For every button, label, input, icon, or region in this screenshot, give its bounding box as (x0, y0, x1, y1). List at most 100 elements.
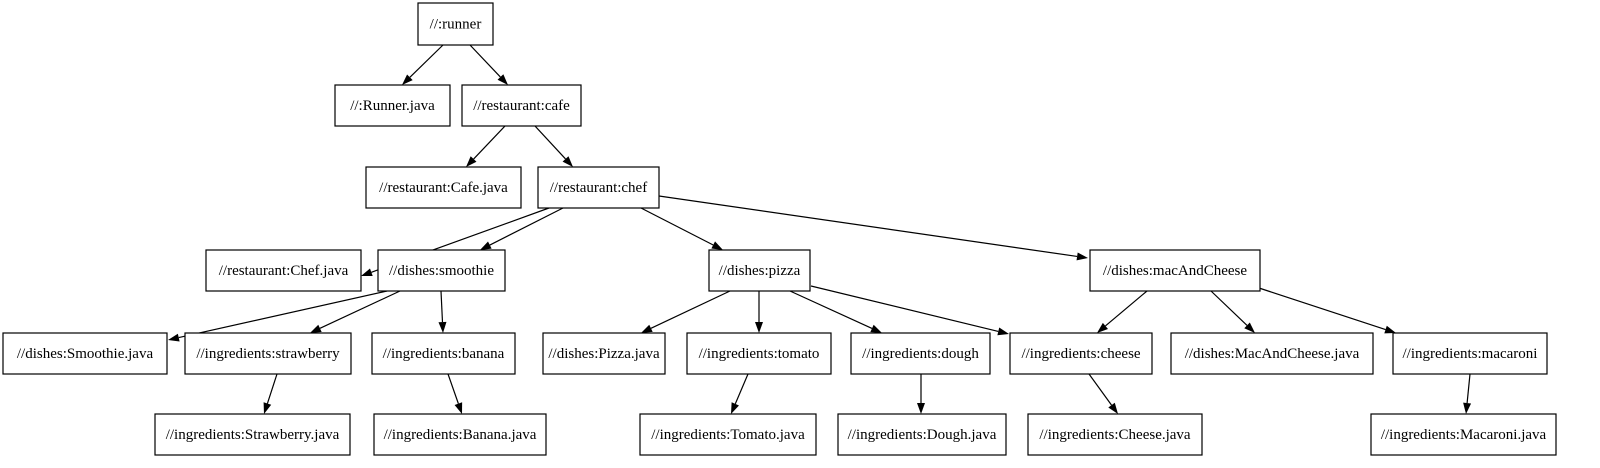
node-label: //ingredients:Dough.java (848, 427, 997, 443)
node-box[interactable] (371, 332, 516, 375)
graph-node[interactable]: //:Runner.java (334, 84, 451, 127)
edge-arrowhead-icon (402, 74, 413, 85)
node-label: //ingredients:cheese (1021, 346, 1140, 362)
edge-line (640, 207, 714, 246)
node-box[interactable] (334, 84, 451, 127)
edge-arrowhead-icon (1384, 325, 1396, 334)
edge-line (469, 44, 501, 78)
graph-node[interactable]: //dishes:MacAndCheese.java (1170, 332, 1374, 375)
edge-line (1258, 287, 1386, 331)
graph-edge (640, 207, 723, 250)
edge-line (1210, 290, 1248, 326)
graph-node[interactable]: //ingredients:Strawberry.java (154, 413, 351, 456)
edge-line (734, 373, 749, 405)
node-label: //ingredients:Macaroni.java (1381, 427, 1547, 443)
node-box[interactable] (154, 413, 351, 456)
edge-arrowhead-icon (310, 324, 322, 333)
graph-edge (1097, 290, 1148, 333)
node-box[interactable] (686, 332, 832, 375)
graph-node[interactable]: //ingredients:dough (850, 332, 991, 375)
node-box[interactable] (1170, 332, 1374, 375)
node-label: //ingredients:macaroni (1403, 346, 1538, 362)
edge-arrowhead-icon (870, 324, 882, 333)
node-box[interactable] (850, 332, 991, 375)
node-box[interactable] (1392, 332, 1548, 375)
graph-edge (755, 291, 763, 333)
edge-line (789, 290, 873, 329)
graph-edge (480, 207, 564, 250)
graph-node[interactable]: //dishes:macAndCheese (1089, 249, 1261, 292)
node-box[interactable] (205, 249, 362, 292)
graph-node[interactable]: //ingredients:cheese (1009, 332, 1153, 375)
graph-edge (168, 290, 388, 342)
node-label: //ingredients:Banana.java (384, 427, 537, 443)
edge-line (473, 125, 506, 160)
node-label: //:runner (430, 16, 482, 32)
node-label: //dishes:Smoothie.java (17, 346, 154, 362)
graph-node[interactable]: //:runner (417, 2, 494, 46)
node-label: //ingredients:dough (862, 346, 979, 362)
graph-node[interactable]: //ingredients:Cheese.java (1027, 413, 1203, 456)
edge-line (658, 195, 1078, 258)
node-label: //ingredients:tomato (699, 346, 820, 362)
edge-arrowhead-icon (1076, 252, 1088, 261)
graph-node[interactable]: //ingredients:Tomato.java (639, 413, 817, 456)
node-box[interactable] (2, 332, 168, 375)
graph-edge (641, 290, 731, 333)
graph-node[interactable]: //restaurant:cafe (461, 84, 582, 127)
node-label: //restaurant:Cafe.java (379, 180, 508, 196)
graph-node[interactable]: //dishes:Smoothie.java (2, 332, 168, 375)
graph-node[interactable]: //ingredients:Dough.java (837, 413, 1007, 456)
graph-edge (466, 125, 506, 167)
node-label: //ingredients:Tomato.java (651, 427, 805, 443)
graph-node[interactable]: //restaurant:Chef.java (205, 249, 362, 292)
node-box[interactable] (417, 2, 494, 46)
edge-arrowhead-icon (997, 327, 1009, 336)
node-box[interactable] (1370, 413, 1557, 456)
edge-arrowhead-icon (1244, 322, 1255, 333)
graph-edge (917, 374, 925, 414)
graph-edge (810, 285, 1009, 336)
graph-edge (789, 290, 882, 333)
edge-line (178, 290, 388, 339)
edge-arrowhead-icon (641, 324, 653, 333)
graph-edge (438, 290, 447, 333)
graph-node[interactable]: //restaurant:chef (537, 166, 660, 209)
edge-line (1088, 373, 1113, 406)
edge-line (489, 207, 564, 246)
node-label: //ingredients:Strawberry.java (166, 427, 340, 443)
node-box[interactable] (708, 249, 811, 292)
graph-node[interactable]: //ingredients:Macaroni.java (1370, 413, 1557, 456)
edge-arrowhead-icon (263, 402, 272, 414)
node-box[interactable] (184, 332, 352, 375)
edge-arrowhead-icon (1108, 402, 1118, 414)
node-box[interactable] (1089, 249, 1261, 292)
edge-line (266, 373, 278, 404)
node-box[interactable] (1027, 413, 1203, 456)
graph-node[interactable]: //ingredients:tomato (686, 332, 832, 375)
edge-line (534, 125, 566, 160)
graph-node[interactable]: //ingredients:strawberry (184, 332, 352, 375)
edge-line (447, 373, 459, 404)
graph-node[interactable]: //ingredients:banana (371, 332, 516, 375)
graph-node[interactable]: //dishes:Pizza.java (542, 332, 666, 375)
graph-node[interactable]: //dishes:smoothie (377, 249, 506, 292)
graph-node[interactable]: //ingredients:macaroni (1392, 332, 1548, 375)
node-box[interactable] (542, 332, 666, 375)
graph-node[interactable]: //ingredients:Banana.java (373, 413, 547, 456)
node-box[interactable] (639, 413, 817, 456)
node-box[interactable] (537, 166, 660, 209)
graph-node[interactable]: //dishes:pizza (708, 249, 811, 292)
graph-node[interactable]: //restaurant:Cafe.java (365, 166, 522, 209)
graph-edge (469, 44, 508, 85)
node-label: //restaurant:Chef.java (219, 263, 349, 279)
node-box[interactable] (1009, 332, 1153, 375)
node-box[interactable] (377, 249, 506, 292)
node-box[interactable] (365, 166, 522, 209)
graph-edge (402, 44, 444, 85)
node-label: //dishes:smoothie (389, 263, 494, 279)
node-box[interactable] (461, 84, 582, 127)
graph-edge (1210, 290, 1255, 333)
node-box[interactable] (373, 413, 547, 456)
node-box[interactable] (837, 413, 1007, 456)
